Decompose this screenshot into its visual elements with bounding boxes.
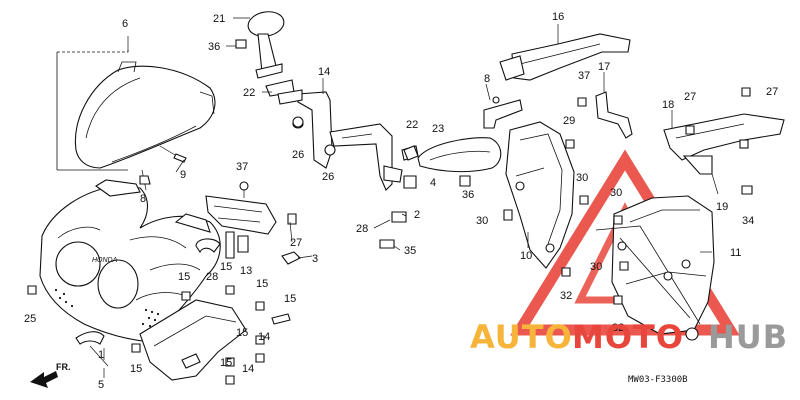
callout-35: 36 xyxy=(208,41,220,53)
callout-24: 25 xyxy=(24,313,36,325)
callout-11: 11 xyxy=(730,247,741,259)
watermark-brand-auto: AUTO xyxy=(470,318,573,356)
callout-27: 27 xyxy=(290,237,302,249)
callout-33: 34 xyxy=(742,215,754,227)
watermark-brand-moto: MOTO xyxy=(572,318,684,356)
side-panel-11 xyxy=(595,195,715,341)
bolts-left xyxy=(27,285,291,385)
rear-view-mirror-right xyxy=(379,137,502,249)
callout-32b: 32 xyxy=(612,322,624,334)
inner-panel-10 xyxy=(505,121,575,269)
callout-30: 29 xyxy=(563,115,575,127)
bracket-18 xyxy=(595,91,633,139)
hardware-collars xyxy=(281,116,419,265)
callout-leaders xyxy=(103,17,719,378)
callout-31b: 30 xyxy=(610,187,622,199)
callout-13: 14 xyxy=(318,66,330,78)
front-direction-label: FR. xyxy=(56,362,71,372)
callout-31a: 30 xyxy=(576,172,588,184)
callout-5: 5 xyxy=(98,379,104,391)
lower-cowl-panel xyxy=(75,299,247,381)
upper-cowl: HONDA xyxy=(39,179,221,343)
callout-25a: 27 xyxy=(684,91,696,103)
callout-19: 18 xyxy=(662,99,674,111)
callout-23: 23 xyxy=(432,123,444,135)
callout-25b: 27 xyxy=(766,86,778,98)
callout-28: 28 xyxy=(356,223,368,235)
callout-34: 35 xyxy=(404,245,416,257)
callout-26b: 26 xyxy=(322,171,334,183)
callout-31d: 30 xyxy=(590,261,602,273)
callout-26a: 26 xyxy=(292,149,304,161)
callout-9: 9 xyxy=(180,169,186,181)
callout-labels: 6 21 36 22 14 26 26 22 23 4 2 28 35 36 8… xyxy=(24,11,778,391)
upper-stay-17 xyxy=(499,33,631,81)
callout-15e: 15 xyxy=(220,357,232,369)
callout-8: 8 xyxy=(140,193,146,205)
callout-29: 28 xyxy=(206,271,218,283)
callout-10: 10 xyxy=(520,250,532,262)
callout-2: 2 xyxy=(414,209,420,221)
callout-17: 16 xyxy=(552,11,564,23)
drawing-code: MW03-F3300B xyxy=(628,375,688,385)
inner-stay xyxy=(265,79,403,191)
callout-32a: 32 xyxy=(560,290,572,302)
callout-36: 37 xyxy=(578,70,590,82)
callout-16: 15 xyxy=(284,293,296,305)
callout-12: 13 xyxy=(240,265,252,277)
bolts-right xyxy=(459,87,753,305)
rear-view-mirror-left xyxy=(235,11,285,79)
callout-6: 6 xyxy=(122,18,128,30)
callout-14a: 14 xyxy=(258,331,270,343)
callout-20: 19 xyxy=(716,201,728,213)
callout-4: 4 xyxy=(430,177,436,189)
callout-1: 1 xyxy=(98,349,104,361)
callout-31c: 30 xyxy=(476,215,488,227)
callout-37: 37 xyxy=(236,161,248,173)
bracket-19-20 xyxy=(663,113,785,175)
watermark-brand-hub: HUB xyxy=(708,318,788,356)
callout-15f: 15 xyxy=(130,363,142,375)
cowl-emblem: HONDA xyxy=(92,257,118,264)
callout-22a: 22 xyxy=(243,87,255,99)
callout-15c: 15 xyxy=(256,278,268,290)
callout-7: 8 xyxy=(484,73,490,85)
stay-bracket xyxy=(195,181,277,259)
callout-15a: 15 xyxy=(220,261,232,273)
callout-22b: 22 xyxy=(406,119,418,131)
callout-15d: 15 xyxy=(236,327,248,339)
callout-35b: 36 xyxy=(462,189,474,201)
callout-14b: 14 xyxy=(242,363,254,375)
callout-15b: 15 xyxy=(178,271,190,283)
callout-18: 17 xyxy=(598,61,610,73)
windscreen xyxy=(56,36,216,191)
callout-3: 3 xyxy=(312,253,318,265)
bracket-7 xyxy=(483,96,523,129)
front-direction-arrow: FR. xyxy=(30,362,71,388)
watermark-text: AUTO MOTO HUB xyxy=(470,318,788,356)
callout-21: 21 xyxy=(213,13,225,25)
